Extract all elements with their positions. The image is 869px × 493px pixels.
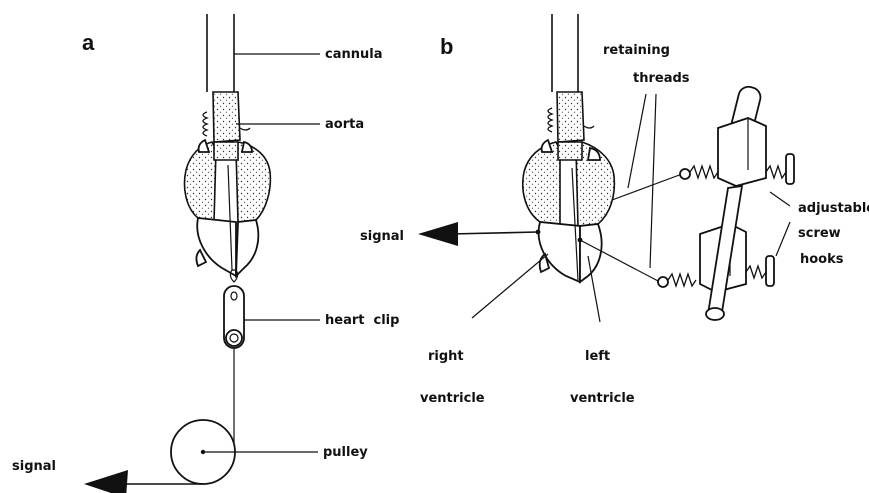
label-aorta: aorta	[325, 117, 364, 132]
label-threads: threads	[633, 71, 690, 86]
label-right: right	[428, 349, 464, 364]
label-cannula: cannula	[325, 47, 382, 62]
heart-a	[185, 140, 271, 282]
label-retaining: retaining	[603, 43, 670, 58]
heart-clip	[224, 286, 244, 348]
screw-hook-upper	[680, 85, 794, 186]
retaining-thread-upper	[612, 174, 682, 200]
label-heart-clip: heart clip	[325, 313, 399, 328]
leader-hooks-lower	[776, 222, 790, 256]
label-signal-a: signal	[12, 459, 56, 474]
label-pulley: pulley	[323, 445, 368, 460]
label-hooks: hooks	[800, 252, 844, 267]
panel-label-a: a	[82, 30, 95, 55]
signal-arrow-b	[418, 222, 538, 246]
leader-hooks-upper	[770, 192, 790, 206]
aorta-b	[548, 92, 594, 142]
cannula-b	[552, 14, 578, 92]
leader-threads-1	[628, 94, 646, 188]
panel-label-b: b	[440, 34, 453, 59]
label-adjustable: adjustable	[798, 201, 869, 216]
label-left: left	[585, 349, 610, 364]
label-signal-b: signal	[360, 229, 404, 244]
heart-b	[523, 140, 615, 282]
leader-right-ventricle	[472, 254, 548, 318]
label-right-ventricle: ventricle	[420, 391, 485, 406]
label-screw: screw	[798, 226, 841, 241]
aorta-a	[203, 92, 250, 142]
leader-threads-2	[650, 94, 656, 268]
label-left-ventricle: ventricle	[570, 391, 635, 406]
cannula	[207, 14, 234, 92]
